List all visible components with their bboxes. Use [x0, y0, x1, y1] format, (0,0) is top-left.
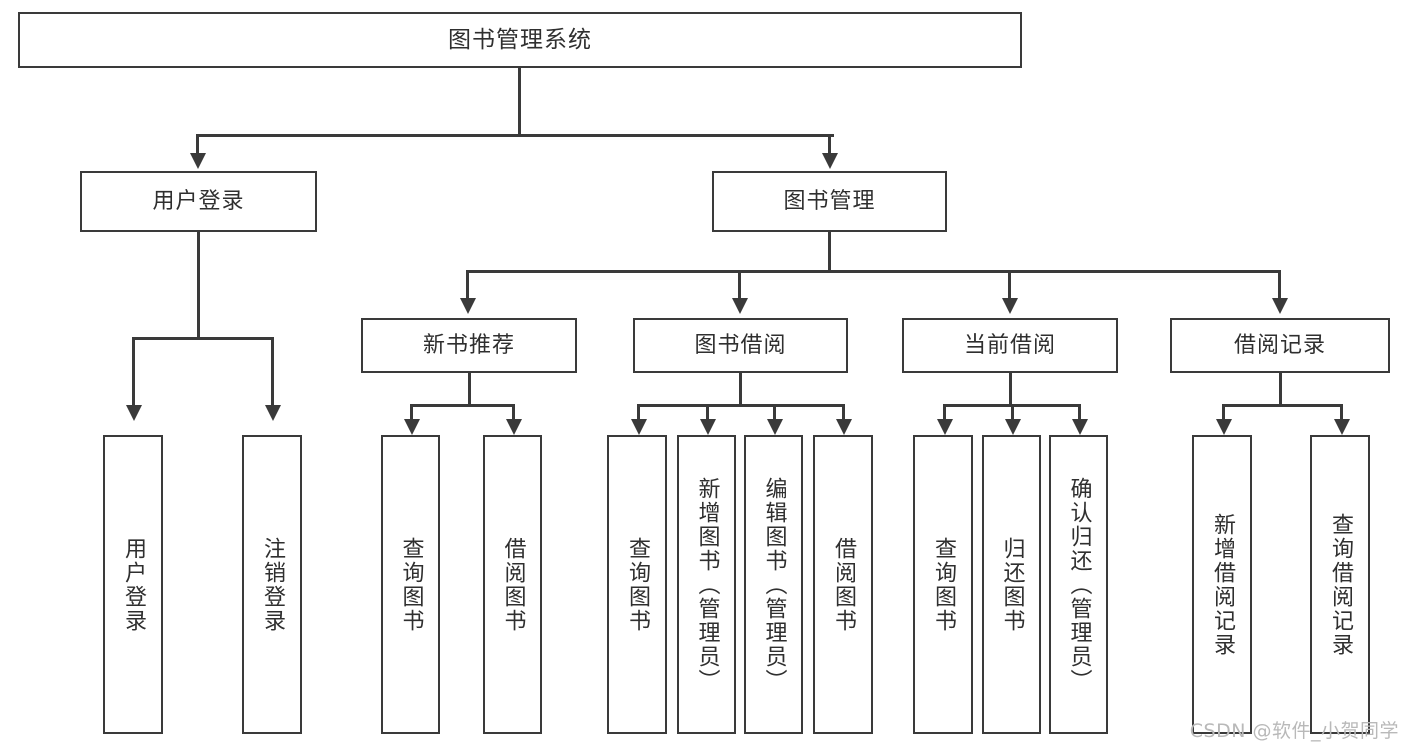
node-leaf-borrow-book-1[interactable]: 借阅图书 [483, 435, 542, 734]
arrow-icon [1005, 419, 1021, 435]
connector-to-leaf-borrow-book-2 [842, 404, 845, 422]
node-label: 注销登录 [259, 536, 285, 633]
arrow-icon [822, 153, 838, 169]
node-leaf-query-book-1[interactable]: 查询图书 [381, 435, 440, 734]
node-leaf-confirm-return[interactable]: 确认归还（管理员） [1049, 435, 1108, 734]
arrow-icon [1216, 419, 1232, 435]
arrow-icon [631, 419, 647, 435]
arrow-icon [937, 419, 953, 435]
connector-borrow-record-bus [1222, 404, 1343, 407]
node-label: 归还图书 [999, 536, 1025, 633]
arrow-icon [767, 419, 783, 435]
node-label: 查询借阅记录 [1327, 512, 1353, 657]
connector-to-leaf-query-record [1340, 404, 1343, 422]
arrow-icon [732, 298, 748, 314]
node-label: 当前借阅 [963, 332, 1056, 358]
node-borrow-record[interactable]: 借阅记录 [1170, 318, 1390, 373]
arrow-icon [836, 419, 852, 435]
node-label: 新增借阅记录 [1209, 512, 1235, 657]
node-label: 查询图书 [624, 536, 650, 633]
arrow-icon [126, 405, 142, 421]
node-leaf-borrow-book-2[interactable]: 借阅图书 [813, 435, 873, 734]
arrow-icon [506, 419, 522, 435]
connector-root-to-user-login [196, 134, 199, 156]
connector-current-borrow-stem [1009, 373, 1012, 406]
arrow-icon [1334, 419, 1350, 435]
connector-book-manage-stem [828, 232, 831, 272]
node-label: 图书借阅 [694, 332, 787, 358]
node-label: 新书推荐 [422, 332, 515, 358]
node-user-login[interactable]: 用户登录 [80, 171, 317, 232]
node-label: 查询图书 [930, 536, 956, 633]
connector-user-login-stem [197, 232, 200, 337]
node-leaf-add-book[interactable]: 新增图书（管理员） [677, 435, 736, 734]
connector-new-book-stem [468, 373, 471, 406]
connector-root-bus [196, 134, 834, 137]
node-leaf-query-record[interactable]: 查询借阅记录 [1310, 435, 1370, 734]
connector-to-leaf-borrow-book-1 [512, 404, 515, 422]
node-book-manage[interactable]: 图书管理 [712, 171, 947, 232]
node-leaf-logout[interactable]: 注销登录 [242, 435, 302, 734]
node-root-system[interactable]: 图书管理系统 [18, 12, 1022, 68]
connector-to-leaf-user-login [132, 337, 135, 407]
node-current-borrow[interactable]: 当前借阅 [902, 318, 1118, 373]
node-leaf-return-book[interactable]: 归还图书 [982, 435, 1041, 734]
node-label: 编辑图书（管理员） [761, 476, 787, 693]
connector-to-leaf-confirm-return [1078, 404, 1081, 422]
connector-new-book-bus [410, 404, 515, 407]
connector-borrow-record-stem [1279, 373, 1282, 406]
node-new-book-recommend[interactable]: 新书推荐 [361, 318, 577, 373]
node-label: 用户登录 [152, 188, 245, 214]
arrow-icon [1272, 298, 1288, 314]
node-leaf-add-record[interactable]: 新增借阅记录 [1192, 435, 1252, 734]
arrow-icon [1002, 298, 1018, 314]
node-label: 借阅图书 [830, 536, 856, 633]
arrow-icon [460, 298, 476, 314]
connector-root-to-book-manage [828, 134, 831, 156]
node-leaf-edit-book[interactable]: 编辑图书（管理员） [744, 435, 803, 734]
connector-to-leaf-query-book-2 [637, 404, 640, 422]
connector-user-login-bus [132, 337, 274, 340]
connector-book-borrow-bus [637, 404, 845, 407]
arrow-icon [190, 153, 206, 169]
connector-to-leaf-add-record [1222, 404, 1225, 422]
connector-to-leaf-return-book [1011, 404, 1014, 422]
node-label: 借阅图书 [500, 536, 526, 633]
connector-book-manage-bus [466, 270, 1281, 273]
node-leaf-query-book-2[interactable]: 查询图书 [607, 435, 667, 734]
node-leaf-query-book-3[interactable]: 查询图书 [913, 435, 973, 734]
connector-to-leaf-logout [271, 337, 274, 407]
arrow-icon [404, 419, 420, 435]
connector-root-stem [518, 68, 521, 134]
node-label: 借阅记录 [1233, 332, 1326, 358]
connector-to-book-borrow [738, 270, 741, 300]
connector-to-new-book-rec [466, 270, 469, 300]
node-label: 用户登录 [120, 536, 146, 633]
node-label: 查询图书 [398, 536, 424, 633]
node-label: 图书管理系统 [448, 26, 592, 53]
connector-book-borrow-stem [739, 373, 742, 406]
connector-to-current-borrow [1008, 270, 1011, 300]
node-label: 新增图书（管理员） [694, 476, 720, 693]
connector-to-leaf-query-book-3 [943, 404, 946, 422]
node-label: 确认归还（管理员） [1066, 476, 1092, 693]
arrow-icon [265, 405, 281, 421]
node-leaf-user-login[interactable]: 用户登录 [103, 435, 163, 734]
connector-to-leaf-query-book-1 [410, 404, 413, 422]
connector-to-leaf-add-book [706, 404, 709, 422]
arrow-icon [700, 419, 716, 435]
node-label: 图书管理 [783, 188, 876, 214]
connector-to-leaf-edit-book [773, 404, 776, 422]
node-book-borrow[interactable]: 图书借阅 [633, 318, 848, 373]
connector-to-borrow-record [1278, 270, 1281, 300]
arrow-icon [1072, 419, 1088, 435]
